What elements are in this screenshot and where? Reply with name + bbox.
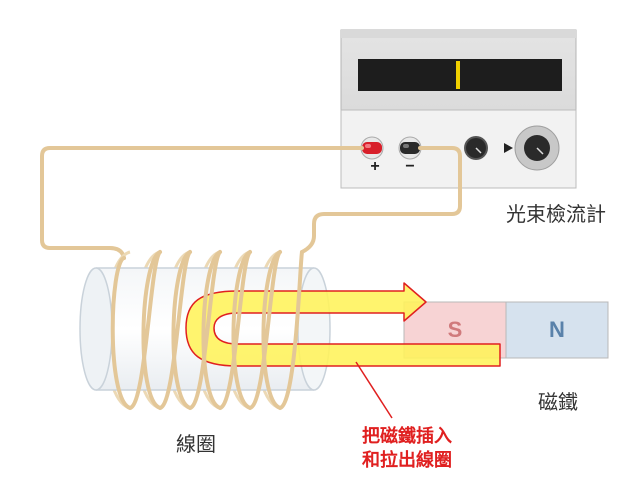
magnet-label: 磁鐵 bbox=[538, 392, 578, 414]
magnet-south-label: S bbox=[447, 317, 463, 342]
coil-label: 線圈 bbox=[176, 434, 216, 456]
wires bbox=[40, 146, 462, 260]
galvanometer-label: 光束檢流計 bbox=[506, 204, 606, 226]
pointer-triangle-icon bbox=[504, 143, 513, 153]
instruction-pointer-line bbox=[355, 361, 393, 419]
positive-terminal-sign: + bbox=[370, 158, 380, 175]
magnet bbox=[403, 301, 609, 359]
galvanometer bbox=[340, 29, 577, 189]
magnet-north-label: N bbox=[549, 317, 565, 342]
red-terminal-icon[interactable] bbox=[360, 136, 384, 160]
wire-left bbox=[40, 146, 364, 260]
negative-terminal-sign: − bbox=[405, 158, 415, 175]
instruction-text: 把磁鐵插入 和拉出線圈 bbox=[342, 424, 472, 472]
galvanometer-top-bevel bbox=[341, 30, 576, 38]
instruction-line-1: 把磁鐵插入 bbox=[362, 426, 452, 446]
magnet-north bbox=[505, 301, 609, 359]
coil-front-loops bbox=[110, 250, 304, 411]
galvanometer-needle bbox=[456, 61, 460, 89]
wire-right bbox=[300, 146, 462, 254]
large-knob-icon[interactable] bbox=[514, 125, 560, 171]
instruction-line-2: 和拉出線圈 bbox=[362, 450, 452, 470]
knob-icon[interactable] bbox=[464, 136, 488, 160]
black-terminal-icon[interactable] bbox=[398, 136, 422, 160]
